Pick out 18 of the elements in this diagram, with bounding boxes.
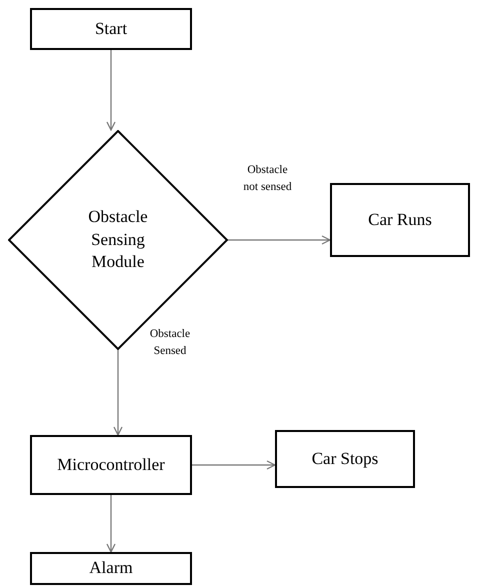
node-label: Car Runs <box>368 208 432 231</box>
node-label: Obstacle Sensing Module <box>87 206 149 274</box>
arrow <box>106 50 116 131</box>
arrow <box>113 350 123 436</box>
process-box <box>275 430 415 488</box>
arrow <box>192 460 276 470</box>
process-box <box>330 183 470 257</box>
arrow <box>106 495 116 553</box>
node-label: Car Stops <box>312 448 378 470</box>
arrow <box>228 235 331 245</box>
edge-label: Obstacle Sensed <box>148 327 192 360</box>
node-label: Microcontroller <box>57 454 165 476</box>
process-box <box>30 552 192 585</box>
process-box <box>30 435 192 495</box>
node-label: Alarm <box>89 557 133 580</box>
edge-label: Obstacle not sensed <box>242 163 293 196</box>
process-box <box>30 8 192 50</box>
node-label: Start <box>94 18 128 40</box>
